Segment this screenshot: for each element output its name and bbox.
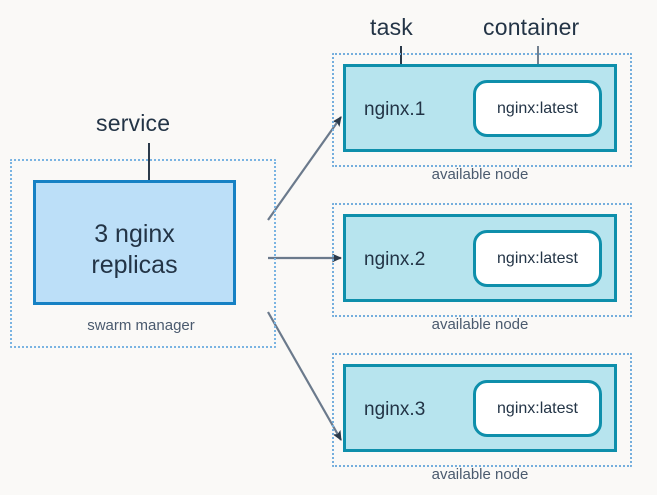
arrow-to-node-3 — [267, 311, 342, 441]
swarm-manager-boundary — [10, 159, 276, 348]
annotation-container-label: container — [483, 14, 580, 40]
service-box-label: 3 nginx replicas — [33, 219, 236, 281]
leader-line-service — [148, 143, 150, 209]
arrow-to-node-1 — [267, 116, 342, 221]
container-name-2: nginx:latest — [497, 249, 578, 267]
container-box-1[interactable]: nginx:latest — [473, 80, 602, 137]
task-name-2: nginx.2 — [364, 249, 426, 270]
container-box-2[interactable]: nginx:latest — [473, 230, 602, 287]
task-name-1: nginx.1 — [364, 99, 426, 120]
swarm-manager-caption: swarm manager — [87, 317, 195, 334]
container-name-3: nginx:latest — [497, 399, 578, 417]
available-node-1-caption: available node — [431, 166, 529, 183]
annotation-service-label: service — [96, 110, 171, 136]
service-label-line-2: replicas — [91, 251, 178, 279]
container-name-1: nginx:latest — [497, 99, 578, 117]
service-box[interactable] — [33, 180, 236, 305]
available-node-2-boundary — [332, 203, 632, 317]
available-node-3-boundary — [332, 353, 632, 467]
available-node-3-caption: available node — [431, 466, 529, 483]
available-node-1-boundary — [332, 53, 632, 167]
container-box-3[interactable]: nginx:latest — [473, 380, 602, 437]
service-label-line-1: 3 nginx — [94, 220, 175, 248]
task-name-3: nginx.3 — [364, 399, 426, 420]
annotation-task-label: task — [370, 14, 413, 40]
available-node-2-caption: available node — [431, 316, 529, 333]
